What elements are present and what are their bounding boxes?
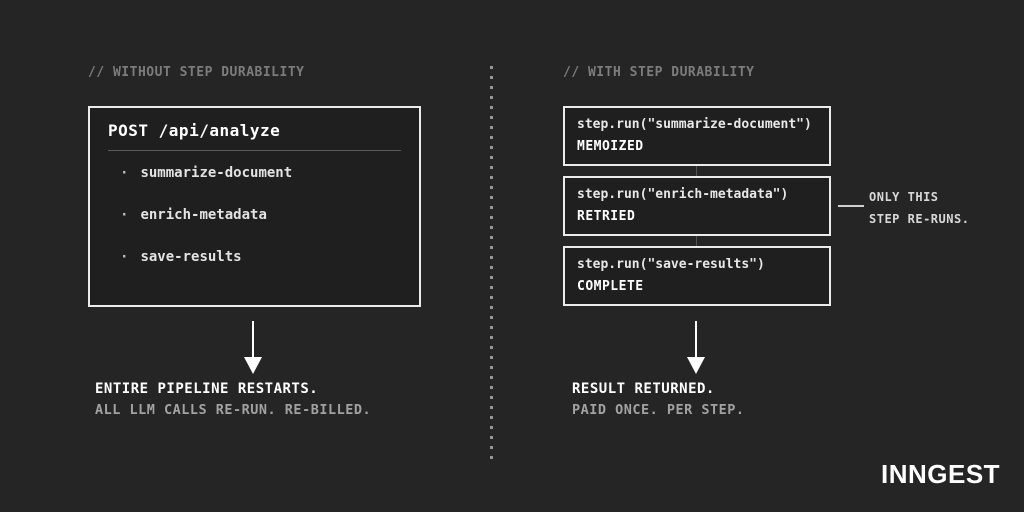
step-code: step.run("enrich-metadata") — [577, 187, 789, 202]
down-arrow-icon — [244, 321, 262, 374]
retry-annotation: ONLY THIS STEP RE-RUNS. — [869, 186, 969, 230]
pipeline-box: POST /api/analyze · summarize-document ·… — [88, 106, 421, 307]
down-arrow-icon — [687, 321, 705, 374]
bullet-icon: · — [120, 207, 129, 223]
pipeline-title-divider — [108, 150, 401, 151]
left-cost-caption: ALL LLM CALLS RE-RUN. RE-BILLED. — [95, 402, 372, 418]
retry-annotation-line1: ONLY THIS — [869, 190, 939, 204]
pipeline-step-list: · summarize-document · enrich-metadata ·… — [108, 166, 401, 264]
without-durability-header: // WITHOUT STEP DURABILITY — [88, 65, 305, 80]
step-card-retried: step.run("enrich-metadata") RETRIED — [563, 176, 831, 236]
list-item: · summarize-document — [120, 166, 401, 180]
right-cost-caption: PAID ONCE. PER STEP. — [572, 402, 745, 418]
bullet-icon: · — [120, 165, 129, 181]
inngest-logo: INNGEST — [881, 459, 1001, 489]
step-status-badge: COMPLETE — [577, 279, 644, 294]
step-connector-line — [696, 166, 697, 176]
with-durability-header: // WITH STEP DURABILITY — [563, 65, 755, 80]
step-card-complete: step.run("save-results") COMPLETE — [563, 246, 831, 306]
step-code: step.run("save-results") — [577, 257, 765, 272]
step-connector-line — [696, 236, 697, 246]
pipeline-step-label: save-results — [140, 249, 242, 265]
step-code: step.run("summarize-document") — [577, 117, 812, 132]
retry-annotation-line2: STEP RE-RUNS. — [869, 212, 970, 226]
pipeline-step-label: summarize-document — [140, 165, 293, 181]
left-result-caption: ENTIRE PIPELINE RESTARTS. — [95, 381, 319, 397]
list-item: · save-results — [120, 250, 401, 264]
annotation-connector-line — [838, 205, 864, 207]
bullet-icon: · — [120, 249, 129, 265]
step-status-badge: RETRIED — [577, 209, 636, 224]
list-item: · enrich-metadata — [120, 208, 401, 222]
step-status-badge: MEMOIZED — [577, 139, 644, 154]
right-result-caption: RESULT RETURNED. — [572, 381, 715, 397]
dotted-divider — [490, 66, 493, 466]
step-card-memoized: step.run("summarize-document") MEMOIZED — [563, 106, 831, 166]
pipeline-step-label: enrich-metadata — [140, 207, 267, 223]
pipeline-endpoint-title: POST /api/analyze — [108, 121, 281, 140]
